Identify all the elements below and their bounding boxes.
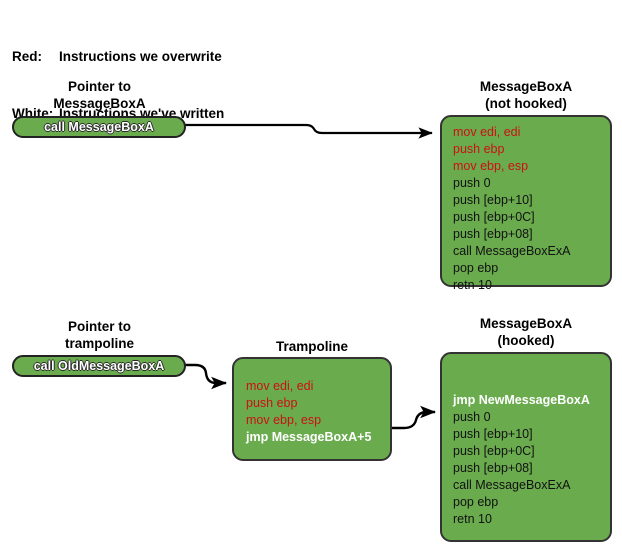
legend-text-red: Instructions we overwrite	[59, 49, 222, 64]
code-line: retn 10	[453, 512, 492, 526]
code-line: mov ebp, esp	[453, 159, 529, 173]
code-line: mov ebp, esp	[246, 413, 322, 427]
code-line: call MessageBoxExA	[453, 244, 571, 258]
code-line: push ebp	[453, 142, 505, 156]
code-line: jmp NewMessageBoxA	[453, 393, 590, 407]
caption-trampoline: Trampoline	[275, 339, 348, 354]
code-list-hooked: jmp NewMessageBoxA push 0 push [ebp+10] pus…	[442, 354, 610, 528]
code-line: push [ebp+10]	[453, 193, 533, 207]
code-line: pop ebp	[453, 261, 499, 275]
code-line: pop ebp	[453, 495, 499, 509]
code-list-trampoline: mov edi, edi push ebp mov ebp, esp jmp Mess…	[234, 359, 390, 446]
code-line: mov edi, edi	[453, 125, 521, 139]
code-line: push [ebp+08]	[453, 227, 533, 241]
code-line: push [ebp+10]	[453, 427, 533, 441]
connector-pointer-to-trampoline	[185, 363, 227, 390]
pill-call-messageboxa[interactable]: call MessageBoxA	[12, 116, 186, 138]
legend-row-red: Red: Instructions we overwrite	[12, 47, 224, 66]
code-line: push [ebp+0C]	[453, 210, 535, 224]
caption-pointer-to-messageboxa: Pointer to MessageBoxA	[53, 79, 146, 111]
codebox-trampoline: mov edi, edi push ebp mov ebp, esp jmp Mess…	[232, 357, 392, 461]
legend-key-red: Red:	[12, 49, 42, 64]
caption-messageboxa-hooked: MessageBoxA (hooked)	[479, 316, 573, 348]
code-line: push ebp	[246, 396, 298, 410]
codebox-messageboxa-hooked: jmp NewMessageBoxA push 0 push [ebp+10] pus…	[440, 352, 612, 542]
caption-messageboxa-not-hooked: MessageBoxA (not hooked)	[479, 79, 573, 111]
code-line: push [ebp+0C]	[453, 444, 535, 458]
codebox-messageboxa-not-hooked: mov edi, edi push ebp mov ebp, esp push 0 pu…	[440, 115, 612, 292]
connector-trampoline-to-hooked	[392, 405, 436, 430]
code-line: jmp MessageBoxA+5	[246, 430, 372, 444]
code-line: push [ebp+08]	[453, 461, 533, 475]
code-line: retn 10	[453, 278, 492, 292]
code-line: push 0	[453, 176, 491, 190]
caption-pointer-to-trampoline: Pointer to trampoline	[64, 319, 134, 351]
code-line: call MessageBoxExA	[453, 478, 571, 492]
code-line: push 0	[453, 410, 491, 424]
pill-call-oldmessageboxa[interactable]: call OldMessageBoxA	[12, 355, 186, 377]
code-list-unhooked: mov edi, edi push ebp mov ebp, esp push 0 pu…	[442, 117, 610, 294]
code-line: mov edi, edi	[246, 379, 314, 393]
